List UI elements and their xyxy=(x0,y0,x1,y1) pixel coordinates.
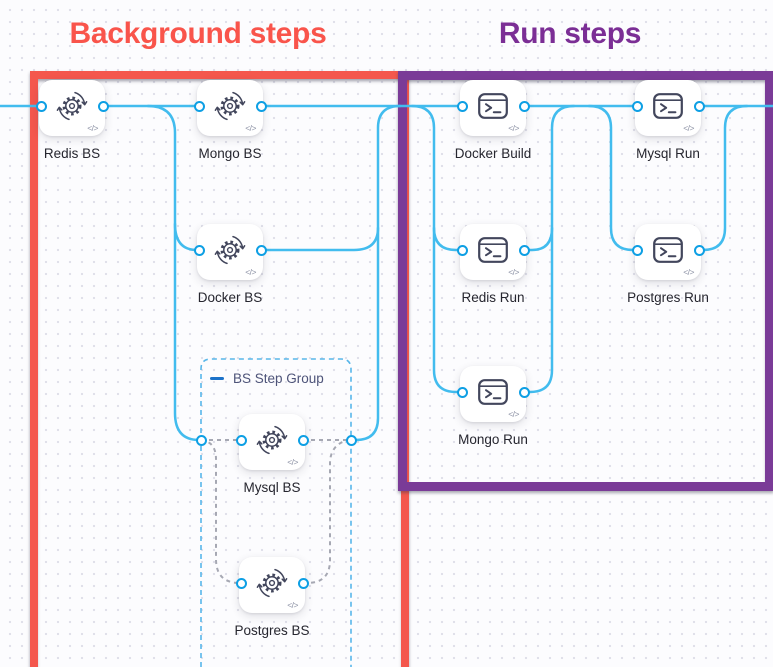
code-badge: </> xyxy=(245,123,256,133)
run-step-icon xyxy=(635,236,701,264)
port[interactable] xyxy=(456,386,468,398)
port[interactable] xyxy=(193,100,205,112)
run-step-icon xyxy=(460,236,526,264)
port[interactable] xyxy=(297,577,309,589)
edge xyxy=(349,104,402,442)
node-label-mongo-bs: Mongo BS xyxy=(198,146,262,161)
node-mongo-bs[interactable]: </> xyxy=(197,80,263,136)
serial-edge xyxy=(200,439,241,584)
port[interactable] xyxy=(255,244,267,256)
port[interactable] xyxy=(456,100,468,112)
node-docker-bs[interactable]: </> xyxy=(197,224,263,280)
code-badge: </> xyxy=(508,123,519,133)
port[interactable] xyxy=(193,244,205,256)
node-redis-bs[interactable]: </> xyxy=(39,80,105,136)
port[interactable] xyxy=(693,244,705,256)
code-badge: </> xyxy=(683,123,694,133)
port[interactable] xyxy=(255,100,267,112)
port[interactable] xyxy=(693,100,705,112)
code-badge: </> xyxy=(87,123,98,133)
code-badge: </> xyxy=(287,600,298,610)
code-badge: </> xyxy=(508,267,519,277)
port[interactable] xyxy=(631,100,643,112)
edge xyxy=(259,226,380,252)
edge xyxy=(146,104,203,442)
port[interactable] xyxy=(35,100,47,112)
node-label-postgres-run: Postgres Run xyxy=(627,290,709,305)
code-badge: </> xyxy=(245,267,256,277)
node-label-mysql-bs: Mysql BS xyxy=(243,480,301,495)
serial-edge xyxy=(303,439,352,584)
edge xyxy=(410,104,464,394)
code-badge: </> xyxy=(508,409,519,419)
edge xyxy=(587,104,639,252)
background-step-icon xyxy=(197,233,263,267)
step-group-name: BS Step Group xyxy=(233,371,324,386)
node-label-redis-run: Redis Run xyxy=(461,290,525,305)
edge xyxy=(697,104,749,252)
port[interactable] xyxy=(456,244,468,256)
code-badge: </> xyxy=(287,457,298,467)
run-steps-annotation-box xyxy=(398,71,773,491)
port[interactable] xyxy=(235,434,247,446)
port[interactable] xyxy=(518,244,530,256)
node-mysql-bs[interactable]: </> xyxy=(239,414,305,470)
node-redis-run[interactable]: </> xyxy=(460,224,526,280)
run-step-icon xyxy=(635,92,701,120)
node-postgres-bs[interactable]: </> xyxy=(239,557,305,613)
edge xyxy=(432,226,464,252)
run-step-icon xyxy=(460,92,526,120)
port[interactable] xyxy=(297,434,309,446)
port[interactable] xyxy=(97,100,109,112)
collapse-dash-icon xyxy=(210,377,224,380)
port[interactable] xyxy=(195,434,207,446)
node-mongo-run[interactable]: </> xyxy=(460,366,526,422)
node-docker-build[interactable]: </> xyxy=(460,80,526,136)
background-step-icon xyxy=(197,89,263,123)
node-label-docker-build: Docker Build xyxy=(454,146,532,161)
node-postgres-run[interactable]: </> xyxy=(635,224,701,280)
port[interactable] xyxy=(518,386,530,398)
node-mysql-run[interactable]: </> xyxy=(635,80,701,136)
step-group-header[interactable]: BS Step Group xyxy=(210,371,324,386)
edge xyxy=(522,104,576,394)
run-steps-title: Run steps xyxy=(498,17,642,50)
node-label-redis-bs: Redis BS xyxy=(43,146,101,161)
background-step-icon xyxy=(39,89,105,123)
background-step-icon xyxy=(239,566,305,600)
port[interactable] xyxy=(518,100,530,112)
node-label-mongo-run: Mongo Run xyxy=(458,432,528,447)
port[interactable] xyxy=(235,577,247,589)
run-step-icon xyxy=(460,378,526,406)
code-badge: </> xyxy=(683,267,694,277)
background-steps-title: Background steps xyxy=(69,17,327,50)
node-label-postgres-bs: Postgres BS xyxy=(234,623,310,638)
node-label-mysql-run: Mysql Run xyxy=(636,146,700,161)
port[interactable] xyxy=(345,434,357,446)
background-step-icon xyxy=(239,423,305,457)
port[interactable] xyxy=(631,244,643,256)
node-label-docker-bs: Docker BS xyxy=(197,290,263,305)
